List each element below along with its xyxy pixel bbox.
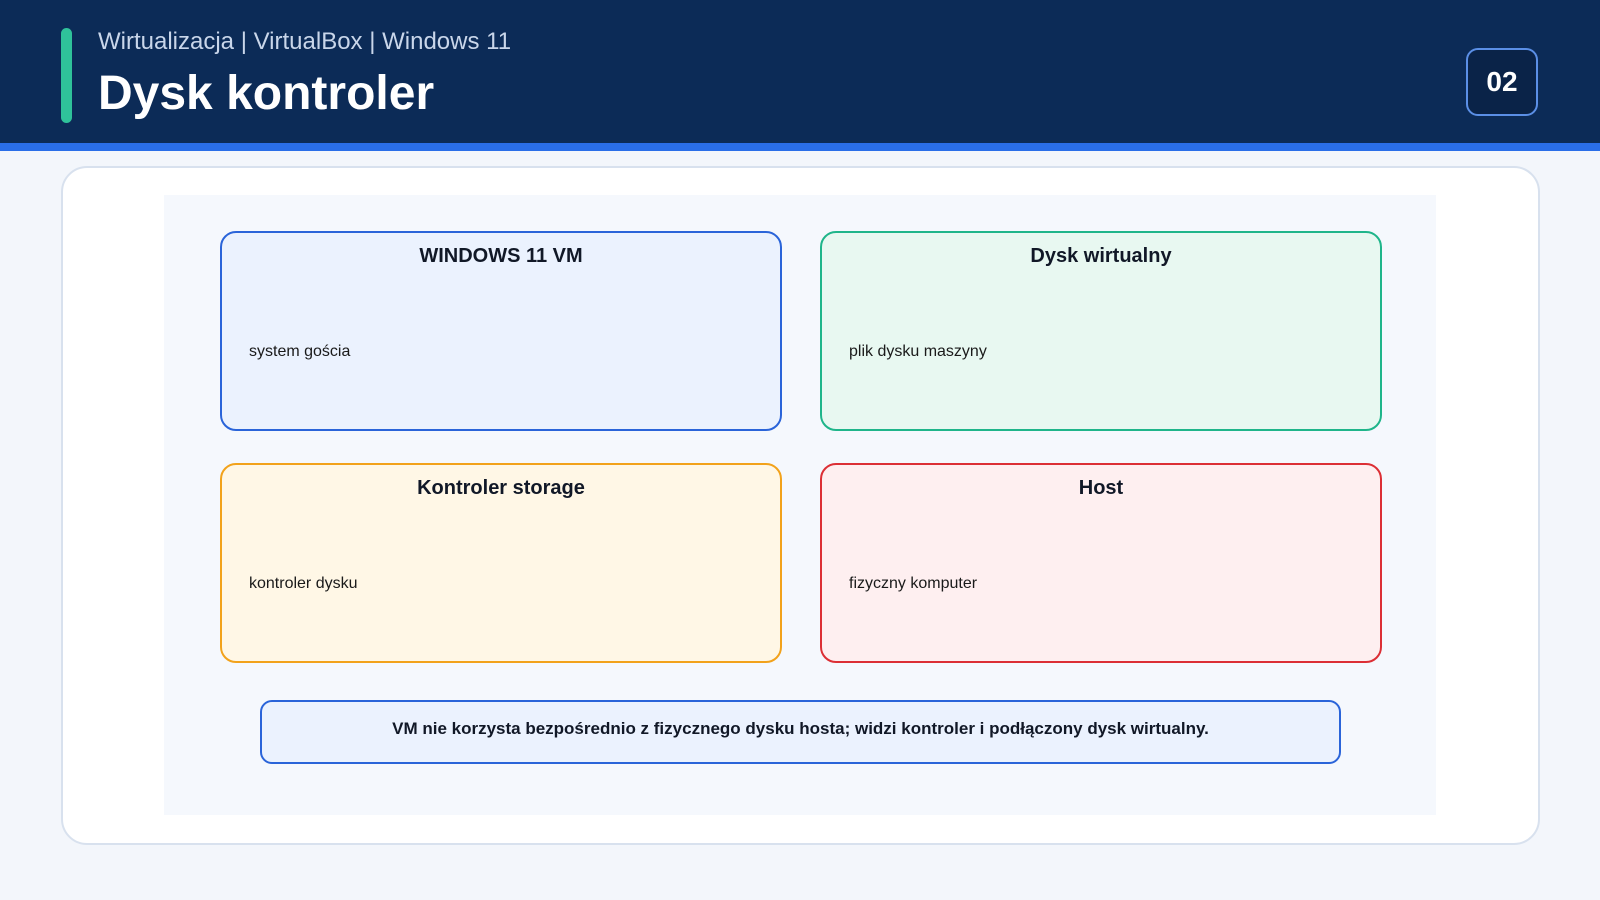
- diagram-note: VM nie korzysta bezpośrednio z fizyczneg…: [260, 700, 1341, 764]
- node-storage-controller: Kontroler storage kontroler dysku: [220, 463, 782, 663]
- node-description: kontroler dysku: [249, 575, 358, 592]
- node-host: Host fizyczny komputer: [820, 463, 1382, 663]
- page-number-badge: 02: [1466, 48, 1538, 116]
- page-title: Dysk kontroler: [98, 67, 435, 120]
- node-description: fizyczny komputer: [849, 575, 978, 592]
- slide-header: Wirtualizacja | VirtualBox | Windows 11 …: [0, 0, 1600, 151]
- note-text: VM nie korzysta bezpośrednio z fizyczneg…: [392, 719, 1209, 738]
- node-description: plik dysku maszyny: [849, 343, 987, 360]
- node-virtual-disk: Dysk wirtualny plik dysku maszyny: [820, 231, 1382, 431]
- node-title: Dysk wirtualny: [1030, 245, 1172, 267]
- node-windows-vm: WINDOWS 11 VM system gościa: [220, 231, 782, 431]
- node-description: system gościa: [249, 343, 351, 360]
- node-title: Kontroler storage: [417, 477, 585, 499]
- node-title: Host: [1078, 477, 1124, 499]
- node-title: WINDOWS 11 VM: [419, 245, 583, 267]
- header-accent-bar: [61, 28, 72, 123]
- header-subtitle: Wirtualizacja | VirtualBox | Windows 11: [98, 28, 512, 55]
